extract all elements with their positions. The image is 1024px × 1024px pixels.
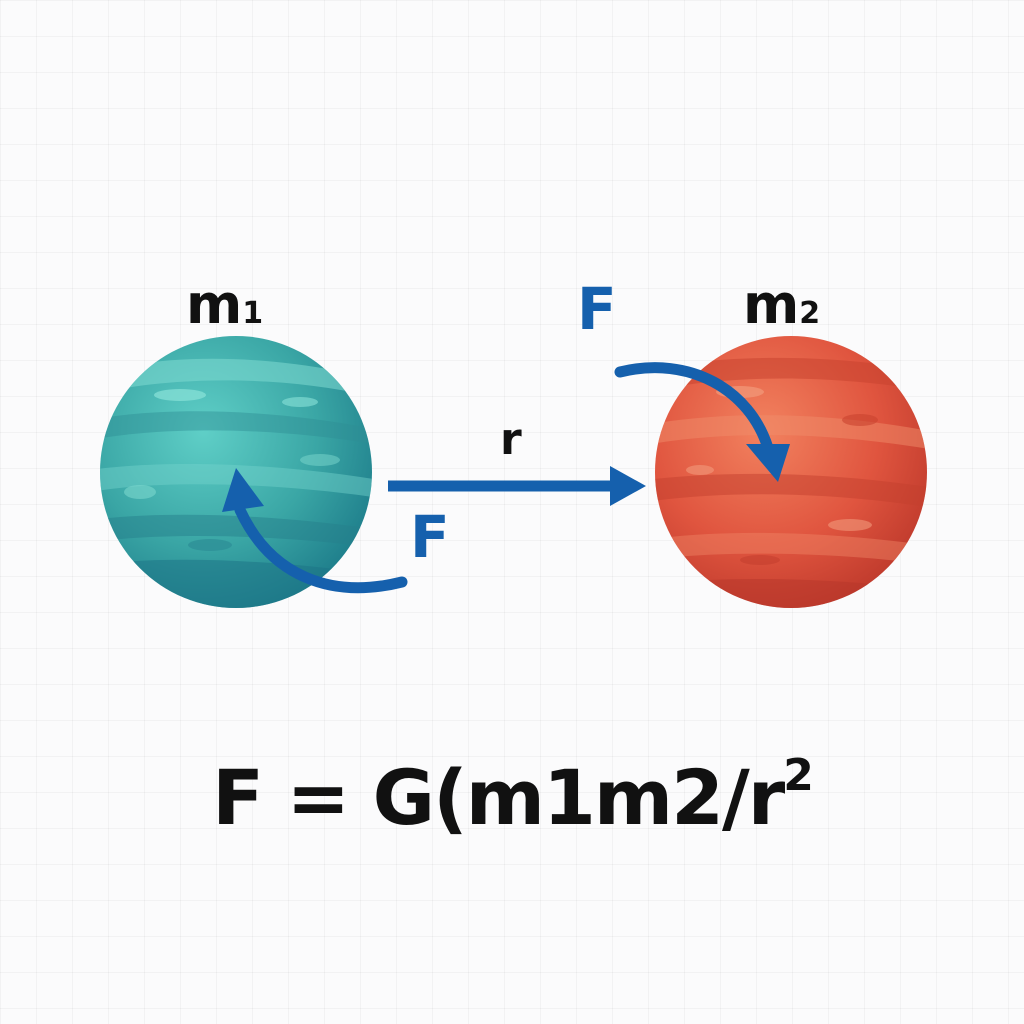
mass-label-m1: m1 <box>186 278 263 332</box>
force-arrow-m1 <box>222 468 408 594</box>
mass-label-m2-base: m <box>743 273 799 336</box>
planet-m1-bands <box>100 358 372 608</box>
planet-m2 <box>655 336 927 608</box>
formula-exponent: 2 <box>783 750 814 801</box>
mass-label-m1-sub: 1 <box>242 296 263 331</box>
distance-label: r <box>500 414 522 465</box>
mass-label-m2-sub: 2 <box>799 296 820 331</box>
mass-label-m2: m2 <box>743 278 820 332</box>
distance-arrow <box>388 466 646 506</box>
formula-main: F = G(m1m2/r <box>212 753 785 842</box>
gravitation-formula: F = G(m1m2/r2 <box>0 754 1024 836</box>
force-label-m1: F <box>410 503 450 571</box>
force-label-m2: F <box>577 275 617 343</box>
mass-label-m1-base: m <box>186 273 242 336</box>
force-arrow-m2 <box>614 362 790 482</box>
